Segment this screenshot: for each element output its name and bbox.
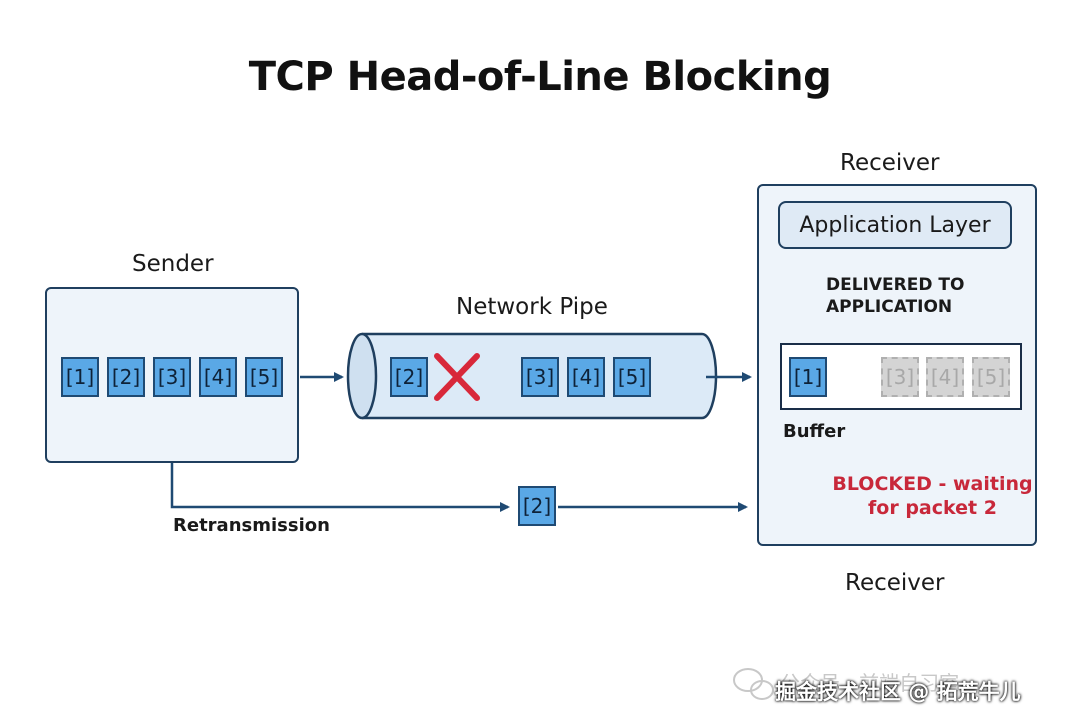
buffer-label: Buffer [783,421,846,442]
watermark-line-2: 掘金技术社区 @ 拓荒牛儿 [775,680,1021,704]
delivered-line-2: APPLICATION [826,297,953,317]
retransmission-label: Retransmission [173,515,330,536]
diagram-title: TCP Head-of-Line Blocking [248,54,832,100]
receiver-label-bottom: Receiver [845,570,945,596]
buffer-packet-5-waiting: [5] [972,357,1010,397]
retransmission-path [170,463,510,512]
sender-packet-4: [4] [199,357,237,397]
blocked-line-2: for packet 2 [868,497,997,519]
buffer-packet-4-waiting: [4] [926,357,964,397]
blocked-label: BLOCKED - waiting for packet 2 [820,472,1045,520]
buffer-packet-3-waiting: [3] [881,357,919,397]
sender-packet-3: [3] [153,357,191,397]
application-layer-box: Application Layer [778,201,1012,249]
delivered-label: DELIVERED TO APPLICATION [826,274,964,318]
network-pipe-label: Network Pipe [456,294,608,320]
pipe-packet-4: [4] [567,357,605,397]
sender-packet-5: [5] [245,357,283,397]
receiver-label-top: Receiver [840,150,940,176]
watermark-line-1: 公众号 · 前端自习室 [780,671,960,695]
pipe-packet-3: [3] [521,357,559,397]
sender-packet-2: [2] [107,357,145,397]
retransmitted-packet: [2] [518,486,556,526]
buffer-packet-1: [1] [789,357,827,397]
pipe-packet-5: [5] [613,357,651,397]
blocked-line-1: BLOCKED - waiting [832,473,1033,495]
lost-packet-x-icon [434,353,480,401]
lost-packet: [2] [390,357,428,397]
sender-packet-1: [1] [61,357,99,397]
sender-label: Sender [132,251,214,277]
delivered-line-1: DELIVERED TO [826,275,965,295]
